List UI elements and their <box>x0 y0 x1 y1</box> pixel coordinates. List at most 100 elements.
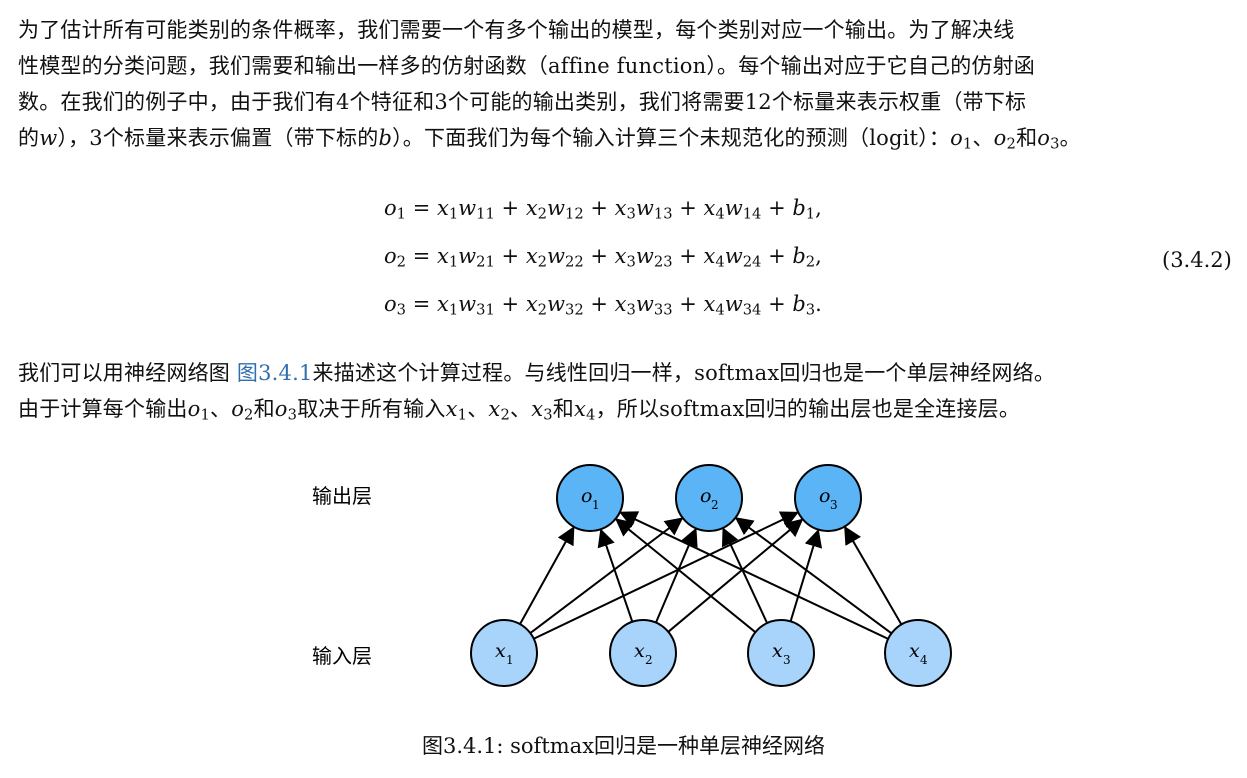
text-run: 由于计算每个输出 <box>18 397 188 421</box>
math-symbol: w32 <box>547 292 584 319</box>
equation-line: o1 = x1w11 + x2w12 + x3w13 + x4w14 + b1, <box>384 196 822 223</box>
equation-number: (3.4.2) <box>1162 248 1232 272</box>
math-symbol: x4 <box>703 196 725 223</box>
paragraph-softmax-model: 为了估计所有可能类别的条件概率，我们需要一个有多个输出的模型，每个类别对应一个输… <box>18 12 1234 156</box>
text-run: + <box>761 196 793 220</box>
paragraph-line: 性模型的分类问题，我们需要和输出一样多的仿射函数（affine function… <box>18 48 1234 84</box>
math-symbol: x1 <box>436 292 459 319</box>
text-run: 和 <box>552 397 574 421</box>
math-symbol: w13 <box>635 196 673 223</box>
paragraph-line: 数。在我们的例子中，由于我们有4个特征和3个可能的输出类别，我们将需要12个标量… <box>18 84 1234 120</box>
text-run: 的 <box>18 126 40 150</box>
text-run: ）。下面我们为每个输入计算三个未规范化的预测（logit）： <box>392 126 951 150</box>
connection-arrow <box>721 527 769 624</box>
connection-arrow <box>619 511 889 640</box>
math-symbol: o1 <box>384 196 407 223</box>
text-run: + <box>672 292 704 316</box>
math-symbol: x3 <box>614 196 636 223</box>
svg-text:3: 3 <box>783 653 791 667</box>
svg-text:o: o <box>819 485 830 507</box>
svg-text:2: 2 <box>711 498 719 512</box>
text-run: 我们可以用神经网络图 <box>18 361 237 385</box>
math-symbol: w <box>39 126 58 150</box>
math-symbol: x3 <box>614 292 636 319</box>
text-run: + <box>761 292 793 316</box>
math-symbol: x4 <box>703 292 725 319</box>
svg-text:1: 1 <box>592 498 600 512</box>
text-run: 和 <box>1016 126 1038 150</box>
math-symbol: o1 <box>950 126 973 153</box>
math-symbol: x1 <box>436 244 459 271</box>
text-run: = <box>406 196 437 220</box>
math-symbol: w22 <box>547 244 584 271</box>
connection-arrow <box>844 525 903 625</box>
math-symbol: o1 <box>187 397 210 424</box>
math-symbol: o2 <box>384 244 407 271</box>
figure-reference-link[interactable]: 图3.4.1 <box>236 361 313 385</box>
text-run: ），3个标量来表示偏置（带下标的 <box>57 126 379 150</box>
math-symbol: o3 <box>384 292 407 319</box>
text-run: 性模型的分类问题，我们需要和输出一样多的仿射函数（affine function… <box>18 54 1036 78</box>
text-run: . <box>815 292 822 316</box>
math-symbol: x1 <box>436 196 459 223</box>
text-run: 和 <box>253 397 275 421</box>
math-symbol: b3 <box>792 292 816 319</box>
math-symbol: b2 <box>792 244 816 271</box>
equation-line: o2 = x1w21 + x2w22 + x3w23 + x4w24 + b2, <box>384 244 822 271</box>
text-run: , <box>815 196 822 220</box>
connection-arrow <box>615 518 757 633</box>
connection-arrow <box>789 528 823 622</box>
text-run: 为了估计所有可能类别的条件概率，我们需要一个有多个输出的模型，每个类别对应一个输… <box>18 18 1015 42</box>
math-symbol: w34 <box>724 292 762 319</box>
math-symbol: w33 <box>635 292 673 319</box>
math-symbol: w24 <box>724 244 762 271</box>
paragraph-line: 为了估计所有可能类别的条件概率，我们需要一个有多个输出的模型，每个类别对应一个输… <box>18 12 1234 48</box>
connection-arrow <box>529 517 684 634</box>
math-symbol: x4 <box>573 397 596 424</box>
math-symbol: x2 <box>525 292 548 319</box>
svg-text:4: 4 <box>920 653 928 667</box>
text-run: + <box>672 196 704 220</box>
math-symbol: w11 <box>458 196 495 223</box>
text-run: 来描述这个计算过程。与线性回归一样，softmax回归也是一个单层神经网络。 <box>312 361 1056 385</box>
text-run: + <box>583 292 615 316</box>
text-run: ，所以softmax回归的输出层也是全连接层。 <box>595 397 1021 421</box>
paragraph-line: 由于计算每个输出o1、o2和o3取决于所有输入x1、x2、x3和x4，所以sof… <box>18 391 1234 427</box>
math-symbol: o3 <box>274 397 298 424</box>
connection-arrow <box>655 527 698 624</box>
text-run: , <box>815 244 822 268</box>
connection-edges <box>519 511 903 640</box>
math-symbol: b1 <box>792 196 816 223</box>
svg-text:o: o <box>581 485 592 507</box>
math-symbol: x2 <box>525 196 548 223</box>
math-symbol: w31 <box>458 292 495 319</box>
text-run: + <box>583 244 615 268</box>
math-symbol: x3 <box>531 397 553 424</box>
text-run: + <box>494 244 526 268</box>
math-symbol: x2 <box>488 397 510 424</box>
math-symbol: w12 <box>547 196 584 223</box>
paragraph-network-description: 我们可以用神经网络图 图3.4.1来描述这个计算过程。与线性回归一样，softm… <box>18 355 1234 427</box>
svg-text:2: 2 <box>645 653 653 667</box>
math-symbol: o2 <box>231 397 254 424</box>
text-run: 取决于所有输入 <box>297 397 446 421</box>
connection-arrow <box>667 518 804 633</box>
math-symbol: w23 <box>635 244 673 271</box>
input-layer-label: 输入层 <box>312 644 372 668</box>
svg-text:x: x <box>909 640 920 662</box>
math-symbol: o2 <box>993 126 1017 153</box>
math-symbol: w21 <box>458 244 495 271</box>
text-run: + <box>494 292 526 316</box>
svg-text:1: 1 <box>506 653 514 667</box>
output-layer-label: 输出层 <box>312 484 372 508</box>
text-run: 、 <box>509 397 532 421</box>
paragraph-line: 的w），3个标量来表示偏置（带下标的b）。下面我们为每个输入计算三个未规范化的预… <box>18 120 1234 156</box>
connection-arrow <box>734 517 893 635</box>
